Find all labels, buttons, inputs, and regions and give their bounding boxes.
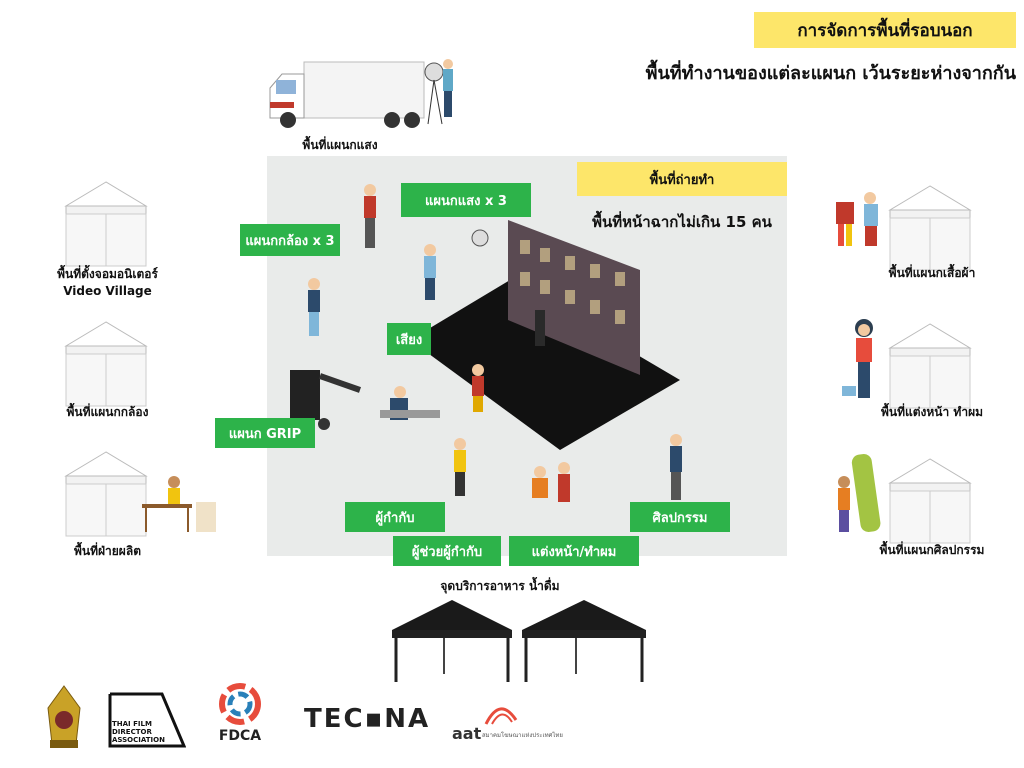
crew-figures	[290, 184, 489, 430]
person-icon	[364, 184, 376, 248]
fdca-logo-text: FDCA	[218, 728, 262, 744]
tent-icon	[888, 185, 972, 271]
makeup-caption: พื้นที่แต่งหน้า ทำผม	[880, 405, 984, 419]
wardrobe-icon	[836, 192, 878, 246]
crew-figures-lower	[454, 364, 682, 502]
catering-tents-icon	[392, 600, 646, 682]
art-department-icon	[838, 454, 881, 532]
tent-icon	[64, 321, 148, 407]
wardrobe-caption: พื้นที่แผนกเสื้อผ้า	[888, 266, 976, 280]
label-camera-x3: แผนกกล้อง x 3	[240, 224, 340, 256]
set-floor	[410, 220, 680, 450]
label-grip: แผนก GRIP	[215, 418, 315, 448]
tfda-line3: ASSOCIATION	[112, 736, 165, 744]
video-village-caption: พื้นที่ตั้งจอมอนิเตอร์ Video Village	[30, 266, 185, 300]
aat-logo-text: aat	[452, 724, 482, 743]
label-lighting-x3: แผนกแสง x 3	[401, 183, 531, 217]
label-director: ผู้กำกับ	[345, 502, 445, 532]
shooting-area-note: พื้นที่หน้าฉากไม่เกิน 15 คน	[592, 213, 772, 231]
video-village-label: พื้นที่ตั้งจอมอนิเตอร์	[57, 267, 158, 281]
production-area-caption: พื้นที่ฝ่ายผลิต	[73, 544, 141, 558]
tent-icon	[64, 451, 148, 537]
desk-worker-icon	[142, 476, 216, 532]
tfda-logo-frame-icon	[108, 692, 186, 748]
video-village-en-label: Video Village	[63, 284, 152, 298]
tent-icon	[64, 181, 148, 267]
seal-logo-icon	[47, 685, 81, 748]
page-subtitle: พื้นที่ทำงานของแต่ละแผนก เว้นระยะห่างจาก…	[645, 63, 1016, 84]
makeup-artist-icon	[842, 319, 873, 398]
truck-icon	[269, 59, 453, 128]
aat-logo-subtext: สมาคมโฆษณาแห่งประเทศไทย	[482, 732, 563, 739]
tfda-logo-text: THAI FILM DIRECTOR ASSOCIATION	[112, 720, 165, 744]
label-assistant-director: ผู้ช่วยผู้กำกับ	[393, 536, 501, 566]
shooting-area-label: พื้นที่ถ่ายทำ	[577, 162, 787, 196]
tent-icon	[888, 458, 972, 544]
tent-icon	[888, 323, 972, 409]
label-makeup-hair: แต่งหน้า/ทำผม	[509, 536, 639, 566]
tfda-line1: THAI FILM	[112, 720, 152, 728]
camera-area-caption: พื้นที่แผนกกล้อง	[66, 405, 149, 419]
label-art: ศิลปกรรม	[630, 502, 730, 532]
fdca-flower-icon	[219, 683, 261, 725]
aat-shell-icon	[484, 707, 518, 725]
art-area-caption: พื้นที่แผนกศิลปกรรม	[879, 543, 985, 557]
lighting-truck-caption: พื้นที่แผนกแสง	[302, 138, 378, 152]
tfda-logo: THAI FILM DIRECTOR ASSOCIATION	[106, 690, 186, 750]
page-title: การจัดการพื้นที่รอบนอก	[754, 12, 1016, 48]
tfda-line2: DIRECTOR	[112, 728, 152, 736]
label-sound: เสียง	[387, 323, 431, 355]
catering-caption: จุดบริการอาหาร น้ำดื่ม	[440, 579, 560, 593]
tecna-logo-text: TEC▪NA	[304, 704, 431, 734]
